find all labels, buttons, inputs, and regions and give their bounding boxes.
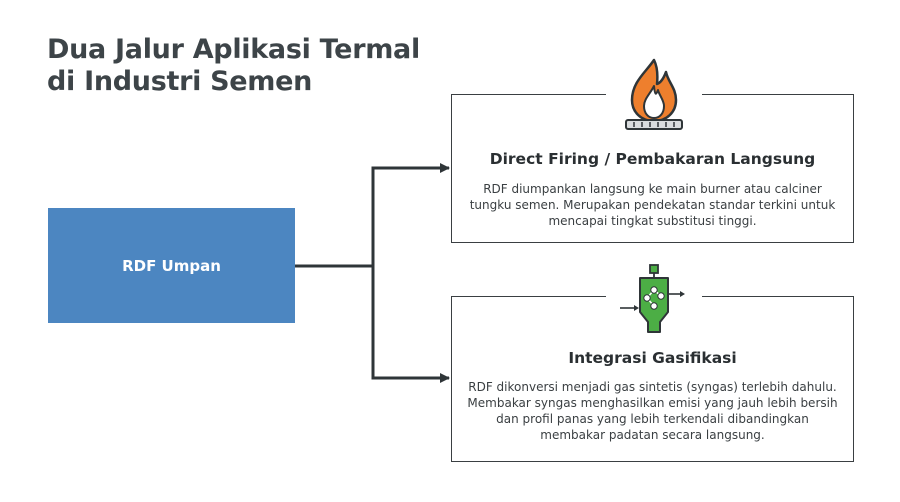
path-card-title: Direct Firing / Pembakaran Langsung bbox=[489, 150, 816, 168]
title-line-1: Dua Jalur Aplikasi Termal bbox=[47, 34, 420, 65]
connector-branch-bottom bbox=[371, 266, 450, 383]
source-node-rdf: RDF Umpan bbox=[48, 208, 295, 323]
flame-burner-icon bbox=[606, 56, 702, 138]
path-card-title: Integrasi Gasifikasi bbox=[568, 349, 737, 367]
gasifier-reactor-icon bbox=[606, 262, 702, 338]
path-card-description: RDF dikonversi menjadi gas sintetis (syn… bbox=[467, 380, 838, 442]
connector-branch-top bbox=[371, 163, 450, 266]
title-line-2: di Industri Semen bbox=[47, 66, 313, 97]
diagram-title: Dua Jalur Aplikasi Termal di Industri Se… bbox=[47, 34, 420, 98]
source-node-label: RDF Umpan bbox=[122, 256, 221, 275]
path-card-description: RDF diumpankan langsung ke main burner a… bbox=[469, 182, 836, 228]
